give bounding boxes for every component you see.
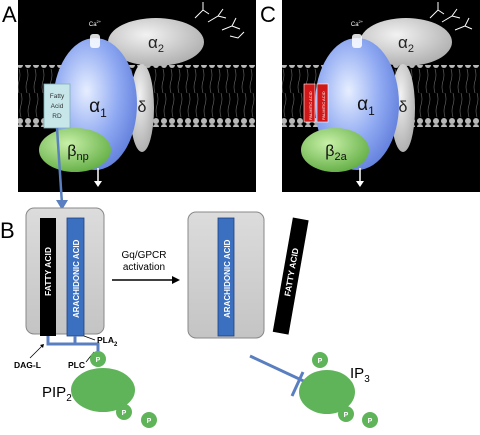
- panel-a-alpha2-label: α2: [148, 33, 164, 55]
- panel-a: A α2 δ Ca2+ α1 βnp Fatty Acid RD: [2, 0, 256, 210]
- panel-c-alpha1-label: α1: [357, 94, 375, 118]
- panel-b-label: B: [0, 218, 15, 243]
- panel-c-beta-2a-subunit: [301, 128, 369, 172]
- panel-c-label: C: [260, 2, 276, 27]
- panel-a-alpha1-label: α1: [89, 96, 107, 120]
- panel-a-fatty-acid-rd-box: [43, 83, 71, 129]
- panel-a-alpha2-subunit: [108, 18, 204, 66]
- panel-b-pip2-phosphate-right: [141, 412, 157, 428]
- panel-b-dag-l-label: DAG-L: [14, 360, 41, 370]
- panel-b-ip3-phosphate-right-label: P: [368, 418, 373, 425]
- panel-b-ip3-headgroup: [299, 370, 355, 414]
- panel-b-pip2-headgroup: [71, 368, 135, 412]
- panel-a-to-b-connector: [55, 127, 64, 205]
- panel-b-arrow-label-line1: Gq/GPCR: [121, 250, 166, 261]
- panel-b: B FATTY ACID ARACHIDONIC ACID PLA2 DAG-L…: [0, 207, 378, 428]
- panel-a-beta-label: βnp: [67, 143, 88, 163]
- panel-a-glycan-chains: [194, 2, 245, 39]
- panel-b-free-fatty-acid-bar: [272, 217, 309, 335]
- panel-b-fatty-acid-bar: [40, 218, 56, 336]
- panel-a-rd-line2: Acid: [51, 103, 64, 110]
- panel-c-glycan-chains: [429, 2, 473, 31]
- panel-b-inhibition-bar: [290, 371, 305, 397]
- panel-c-palmitic-acid-1-label: PALMITIC ACID: [308, 91, 313, 120]
- panel-c-beta-label: β2a: [325, 143, 347, 163]
- panel-b-pla2-pointer: [83, 335, 96, 341]
- panel-a-calcium-label: Ca2+: [89, 19, 102, 28]
- panel-c-palmitic-acid-1: [303, 83, 316, 123]
- panel-b-phosphate-right-label: P: [147, 418, 152, 425]
- panel-b-fatty-acid-label: FATTY ACID: [43, 247, 53, 296]
- panel-b-ip3-phosphate-top-label: P: [318, 358, 323, 365]
- panel-b-dag-l-pointer: [29, 345, 43, 359]
- panel-c-calcium-label: Ca2+: [351, 19, 364, 28]
- panel-b-ip3-phosphate-mid: [338, 406, 354, 422]
- panel-b-pla2-label: PLA2: [97, 335, 118, 348]
- panel-b-activation-arrowhead: [172, 276, 180, 284]
- panel-b-phosphate-top-label: P: [96, 357, 101, 364]
- panel-b-pip2-label: PIP2: [42, 384, 72, 404]
- panel-a-to-b-arrowhead: [56, 200, 68, 210]
- panel-b-plc-label: PLC: [68, 360, 85, 370]
- panel-b-left-box: [25, 207, 105, 335]
- panel-b-right-arachidonic-bar: [217, 217, 235, 337]
- panel-c: C α2 δ Ca2+ α1 β2a PALMITIC ACID PALMITI…: [260, 0, 480, 192]
- panel-b-glycerol-backbone: [46, 336, 100, 354]
- panel-b-phosphate-mid-label: P: [122, 410, 127, 417]
- panel-b-ip3-phosphate-right: [362, 412, 378, 428]
- panel-b-right-arachidonic-label: ARACHIDONIC ACID: [223, 239, 232, 318]
- panel-c-current-arrowhead: [356, 181, 364, 187]
- panel-b-free-fatty-acid: FATTY ACID: [272, 217, 309, 335]
- panel-b-dag-l-arrowhead: [40, 344, 44, 348]
- panel-b-arrow-label-line2: activation: [123, 262, 165, 273]
- panel-b-ip3-label: IP3: [350, 365, 370, 385]
- panel-a-delta-label: δ: [138, 99, 147, 116]
- panel-a-rd-line3: RD: [52, 113, 62, 120]
- panel-c-pore: [352, 34, 362, 48]
- panel-b-pip2-phosphate-mid: [116, 404, 132, 420]
- panel-a-pore: [90, 34, 100, 48]
- panel-c-palmitic-acid-2: [316, 83, 329, 123]
- panel-b-arachidonic-label: ARACHIDONIC ACID: [72, 239, 81, 318]
- panel-a-delta-subunit: [130, 64, 154, 152]
- panel-b-ip3-phosphate-top: [312, 352, 328, 368]
- panel-c-delta-label: δ: [399, 99, 408, 116]
- panel-b-ip3-phosphate-mid-label: P: [344, 412, 349, 419]
- panel-a-label: A: [2, 2, 17, 27]
- panel-c-alpha2-label: α2: [398, 33, 414, 55]
- panel-b-pip2-phosphate-top: [90, 351, 106, 367]
- panel-a-rd-line1: Fatty: [50, 93, 65, 100]
- panel-a-current-arrowhead: [94, 181, 102, 187]
- panel-c-palmitic-acid-2-label: PALMITIC ACID: [321, 91, 326, 120]
